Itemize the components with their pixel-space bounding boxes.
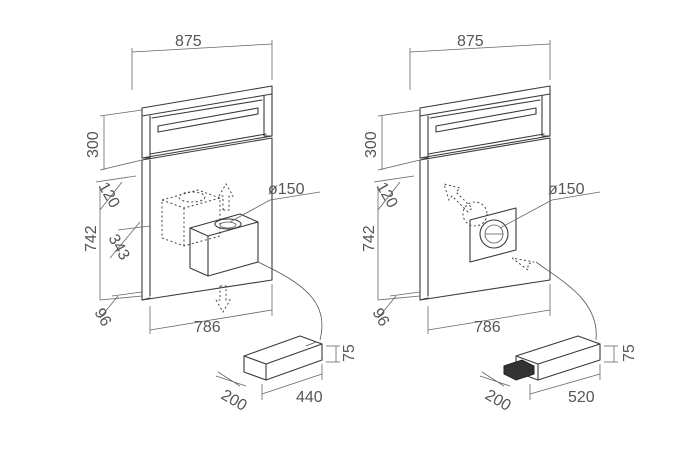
right-cable (535, 261, 597, 341)
right-motor-depth-label: 200 (482, 387, 514, 415)
left-motor-height-label: 75 (341, 344, 358, 362)
left-upper-panel (141, 85, 273, 159)
right-depth-base-label: 96 (369, 306, 393, 330)
right-round-duct (462, 201, 517, 263)
right-height-body-label: 742 (361, 225, 378, 252)
right-duct-diameter-label: ø150 (548, 181, 585, 198)
left-height-top-label: 300 (85, 131, 102, 158)
left-unit: 875 (83, 33, 358, 415)
right-external-motor (503, 335, 601, 381)
right-airflow-diagonal-arrow (443, 183, 473, 213)
right-motor-width-label: 520 (568, 389, 595, 406)
left-motor-depth-label: 200 (218, 387, 250, 415)
right-airflow-arrow (511, 257, 535, 271)
left-height-body-label: 742 (83, 225, 100, 252)
right-width-top-label: 875 (457, 33, 484, 50)
right-depth-upper-label: 120 (373, 180, 401, 212)
left-depth-upper-label: 120 (95, 180, 123, 212)
right-width-bottom-label: 786 (474, 319, 501, 336)
right-motor-dimensions: 75 520 200 (479, 344, 638, 415)
left-motor-width-label: 440 (296, 389, 323, 406)
left-airflow-down-arrow (215, 285, 231, 313)
left-depth-base-label: 96 (91, 306, 115, 330)
right-upper-panel (419, 85, 551, 159)
left-body (141, 137, 273, 301)
left-external-motor (243, 335, 323, 381)
left-width-top-label: 875 (175, 33, 202, 50)
left-width-bottom-label: 786 (194, 319, 221, 336)
left-cable (257, 261, 323, 341)
left-airflow-up-arrow (218, 183, 234, 211)
right-unit: 875 (361, 33, 638, 415)
right-height-top-label: 300 (363, 131, 380, 158)
right-width-top-dimension: 875 (409, 33, 551, 90)
left-duct-diameter-label: ø150 (268, 181, 305, 198)
right-side-dimensions: 300 120 742 96 (361, 109, 421, 330)
right-width-bottom-dimension: 786 (427, 284, 551, 336)
left-internal-motor-outline (161, 189, 221, 247)
left-side-dimensions: 300 120 742 343 96 (83, 109, 151, 330)
left-external-box (189, 213, 259, 277)
left-width-bottom-dimension: 786 (149, 284, 273, 336)
right-motor-height-label: 75 (621, 344, 638, 362)
left-motor-dimensions: 75 440 200 (215, 344, 358, 415)
right-body (419, 137, 551, 301)
right-duct-diameter-callout: ø150 (499, 181, 601, 229)
left-width-top-dimension: 875 (131, 33, 273, 90)
left-duct-diameter-callout: ø150 (229, 181, 321, 223)
